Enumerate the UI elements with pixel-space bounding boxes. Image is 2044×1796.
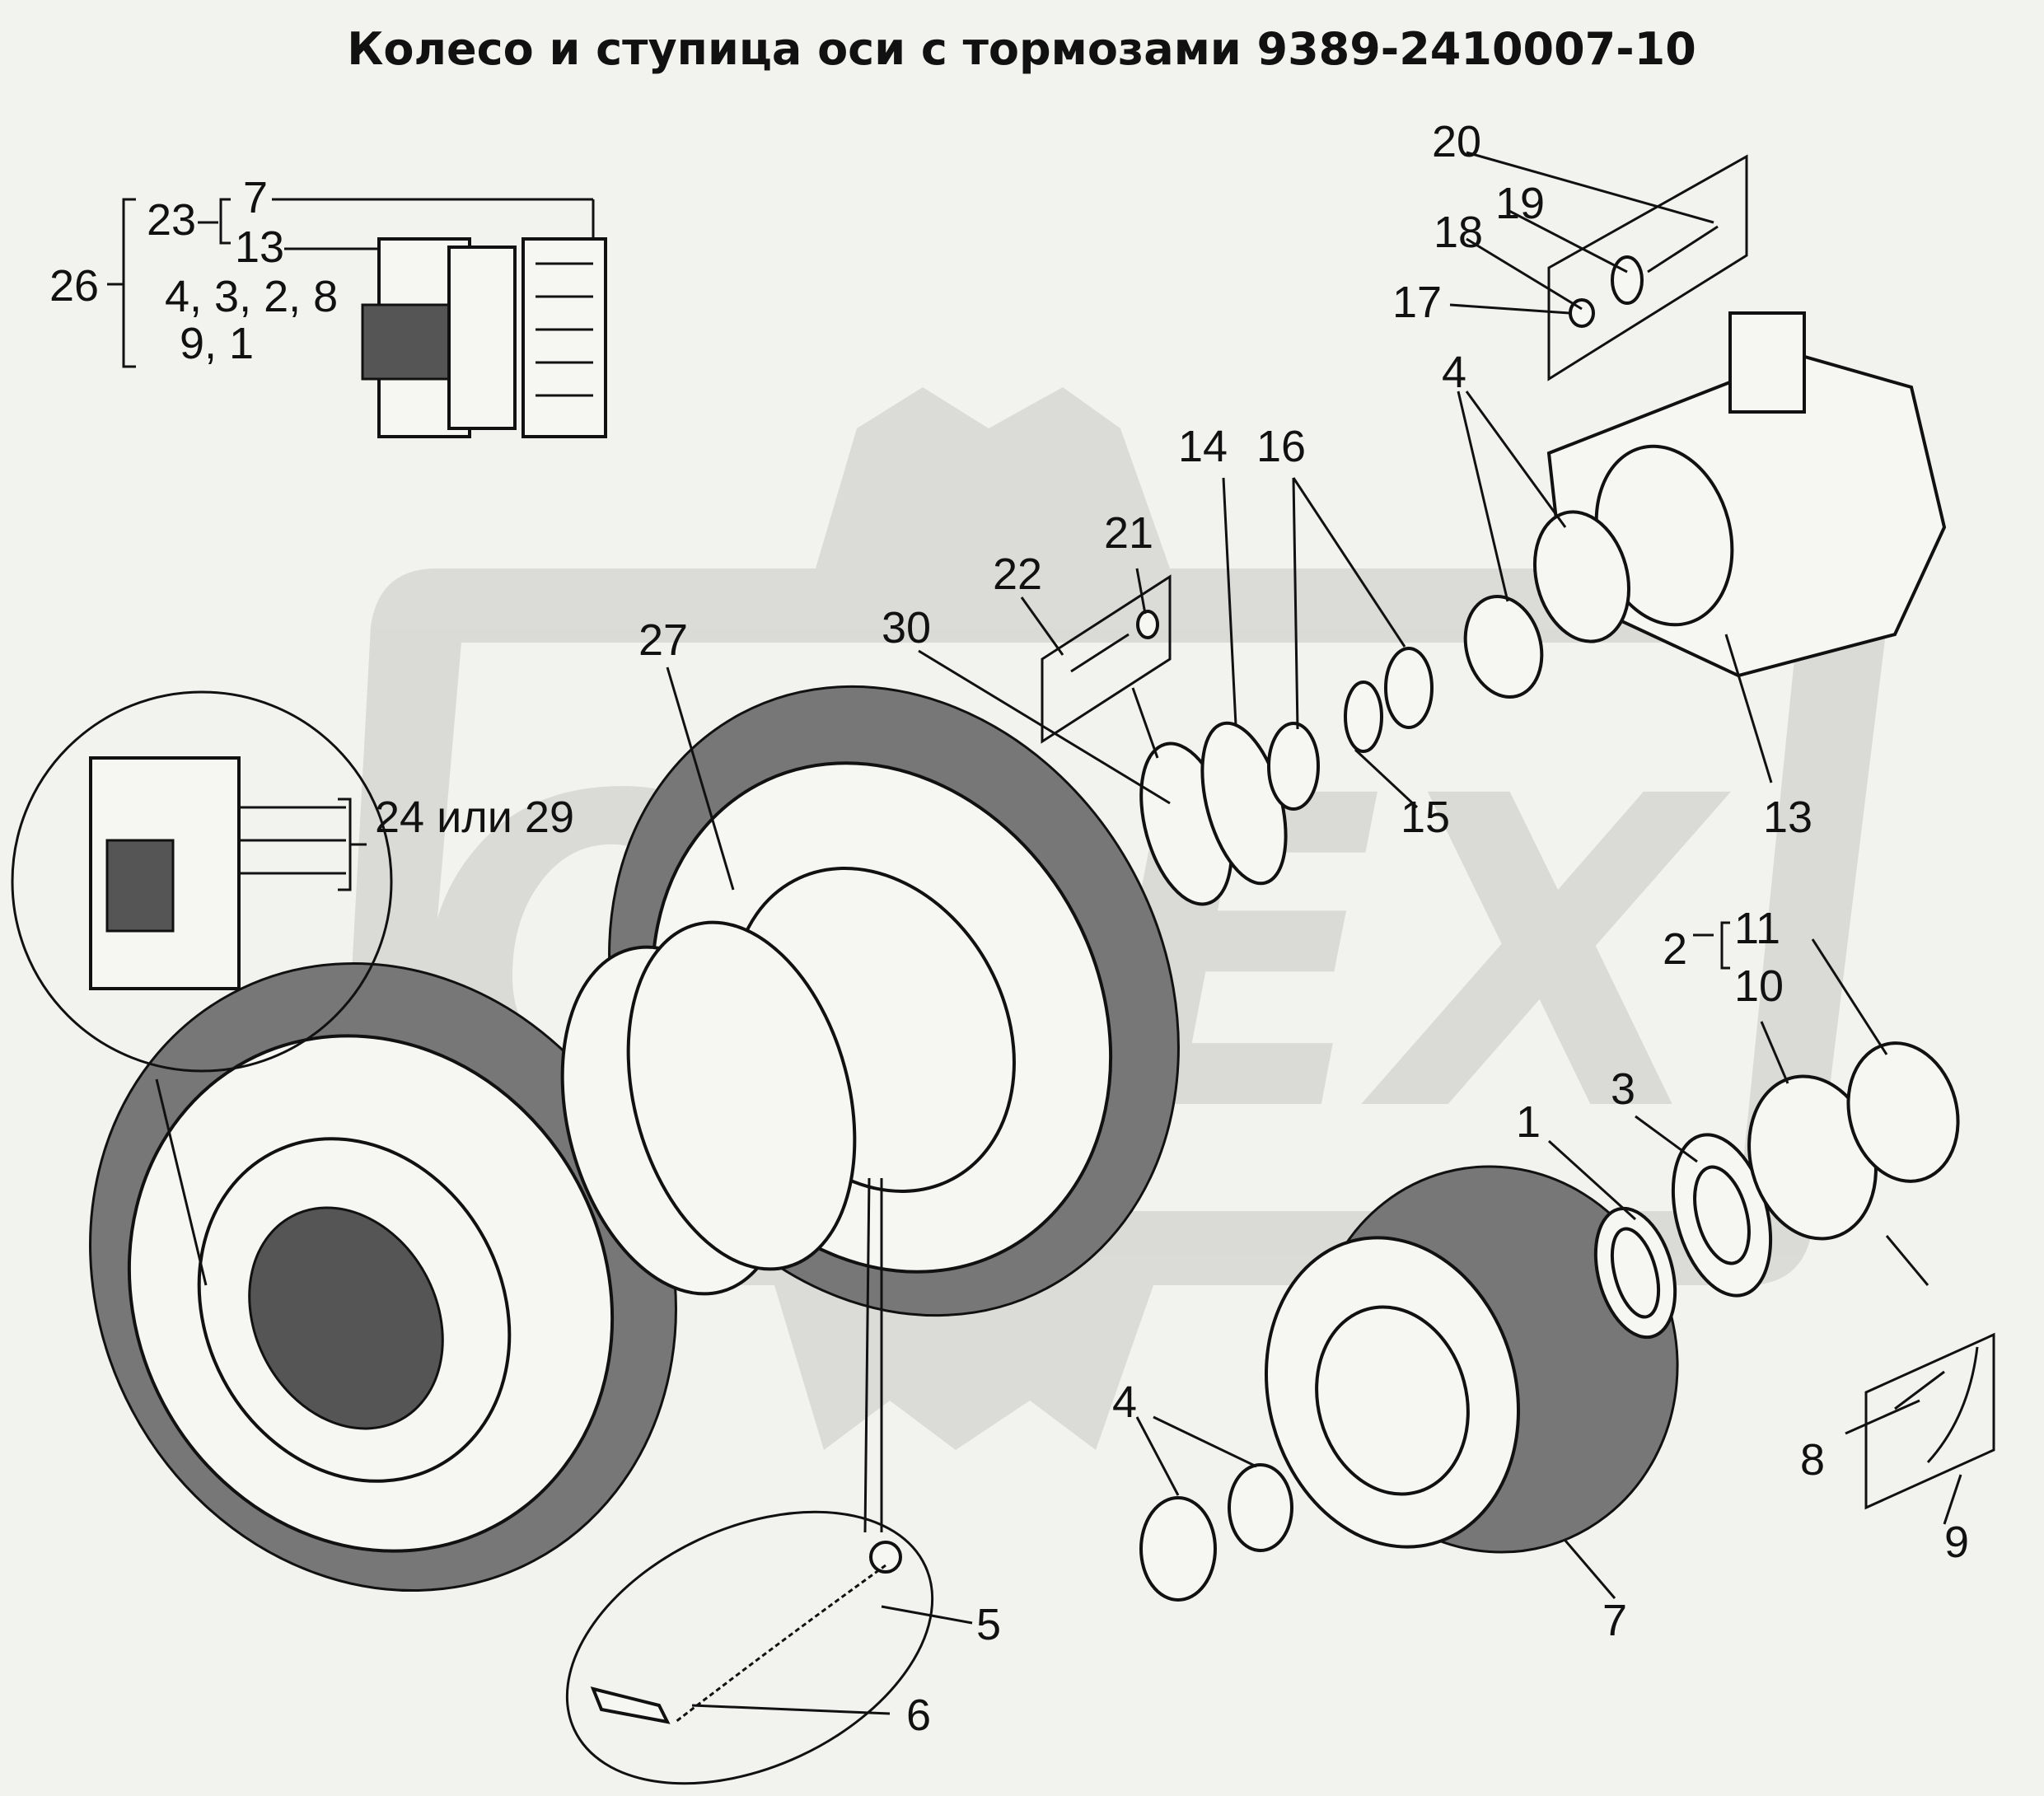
kit-label-7: 7 — [243, 173, 268, 222]
callout-7: 7 — [1602, 1596, 1627, 1645]
kit-label-23: 23 — [147, 195, 196, 245]
callout-3: 3 — [1611, 1064, 1635, 1114]
callout-18: 18 — [1434, 208, 1483, 257]
callout-19: 19 — [1495, 179, 1545, 228]
diagram-title: Колесо и ступица оси с тормозами 9389-24… — [347, 23, 1696, 75]
rim-ring — [560, 920, 857, 1296]
seal-1 — [1593, 1206, 1677, 1340]
callout-1: 1 — [1516, 1097, 1541, 1147]
callout-22: 22 — [993, 550, 1042, 599]
callout-4-bottom: 4 — [1112, 1377, 1137, 1427]
callout-20: 20 — [1432, 117, 1481, 166]
callout-13: 13 — [1763, 793, 1812, 842]
washer-15 — [1344, 681, 1383, 753]
brake-drum-7 — [1264, 1165, 1679, 1554]
callout-11: 11 — [1734, 904, 1780, 953]
bearing-set-bottom — [1139, 1463, 1293, 1602]
callout-24-or-29: 24 или 29 — [375, 793, 574, 842]
kit-label-9-1: 9, 1 — [180, 319, 254, 368]
bolt-22-washer-21 — [1041, 574, 1172, 744]
callout-4-top: 4 — [1442, 348, 1466, 397]
callout-21: 21 — [1104, 508, 1153, 558]
nut-16 — [1267, 647, 1434, 811]
callout-8: 8 — [1800, 1435, 1825, 1485]
callout-labels: 20 19 18 17 4 13 14 16 15 21 22 30 27 24… — [375, 117, 1969, 1740]
callout-10: 10 — [1734, 961, 1784, 1011]
callout-15: 15 — [1401, 793, 1450, 842]
wheel-assembly-front — [89, 961, 677, 1593]
bolt-set-17-20 — [1547, 154, 1748, 381]
callout-30: 30 — [882, 603, 931, 652]
kit-label-13: 13 — [235, 222, 284, 272]
callout-27: 27 — [638, 615, 688, 665]
cover-3 — [1671, 1133, 1773, 1298]
callout-5: 5 — [976, 1600, 1001, 1649]
steering-knuckle-13 — [1463, 311, 1947, 699]
hub-seal-10-11 — [1747, 1041, 1960, 1241]
leader-lines — [666, 151, 1962, 1715]
kit-label-26: 26 — [49, 261, 99, 311]
callout-2: 2 — [1663, 924, 1687, 974]
callout-17: 17 — [1392, 278, 1442, 327]
rim-detail-callout — [11, 690, 393, 1286]
callout-16: 16 — [1256, 422, 1306, 471]
callout-6: 6 — [906, 1691, 931, 1740]
kit-label-4-3-2-8: 4, 3, 2, 8 — [165, 272, 338, 321]
kit-legend: 26 23 7 13 4, 3, 2, 8 9, 1 — [49, 173, 607, 438]
callout-14: 14 — [1178, 422, 1228, 471]
valve-detail-callout — [565, 1177, 934, 1785]
bolt-8-lock-9 — [1864, 1332, 1995, 1510]
callout-9: 9 — [1944, 1518, 1969, 1567]
